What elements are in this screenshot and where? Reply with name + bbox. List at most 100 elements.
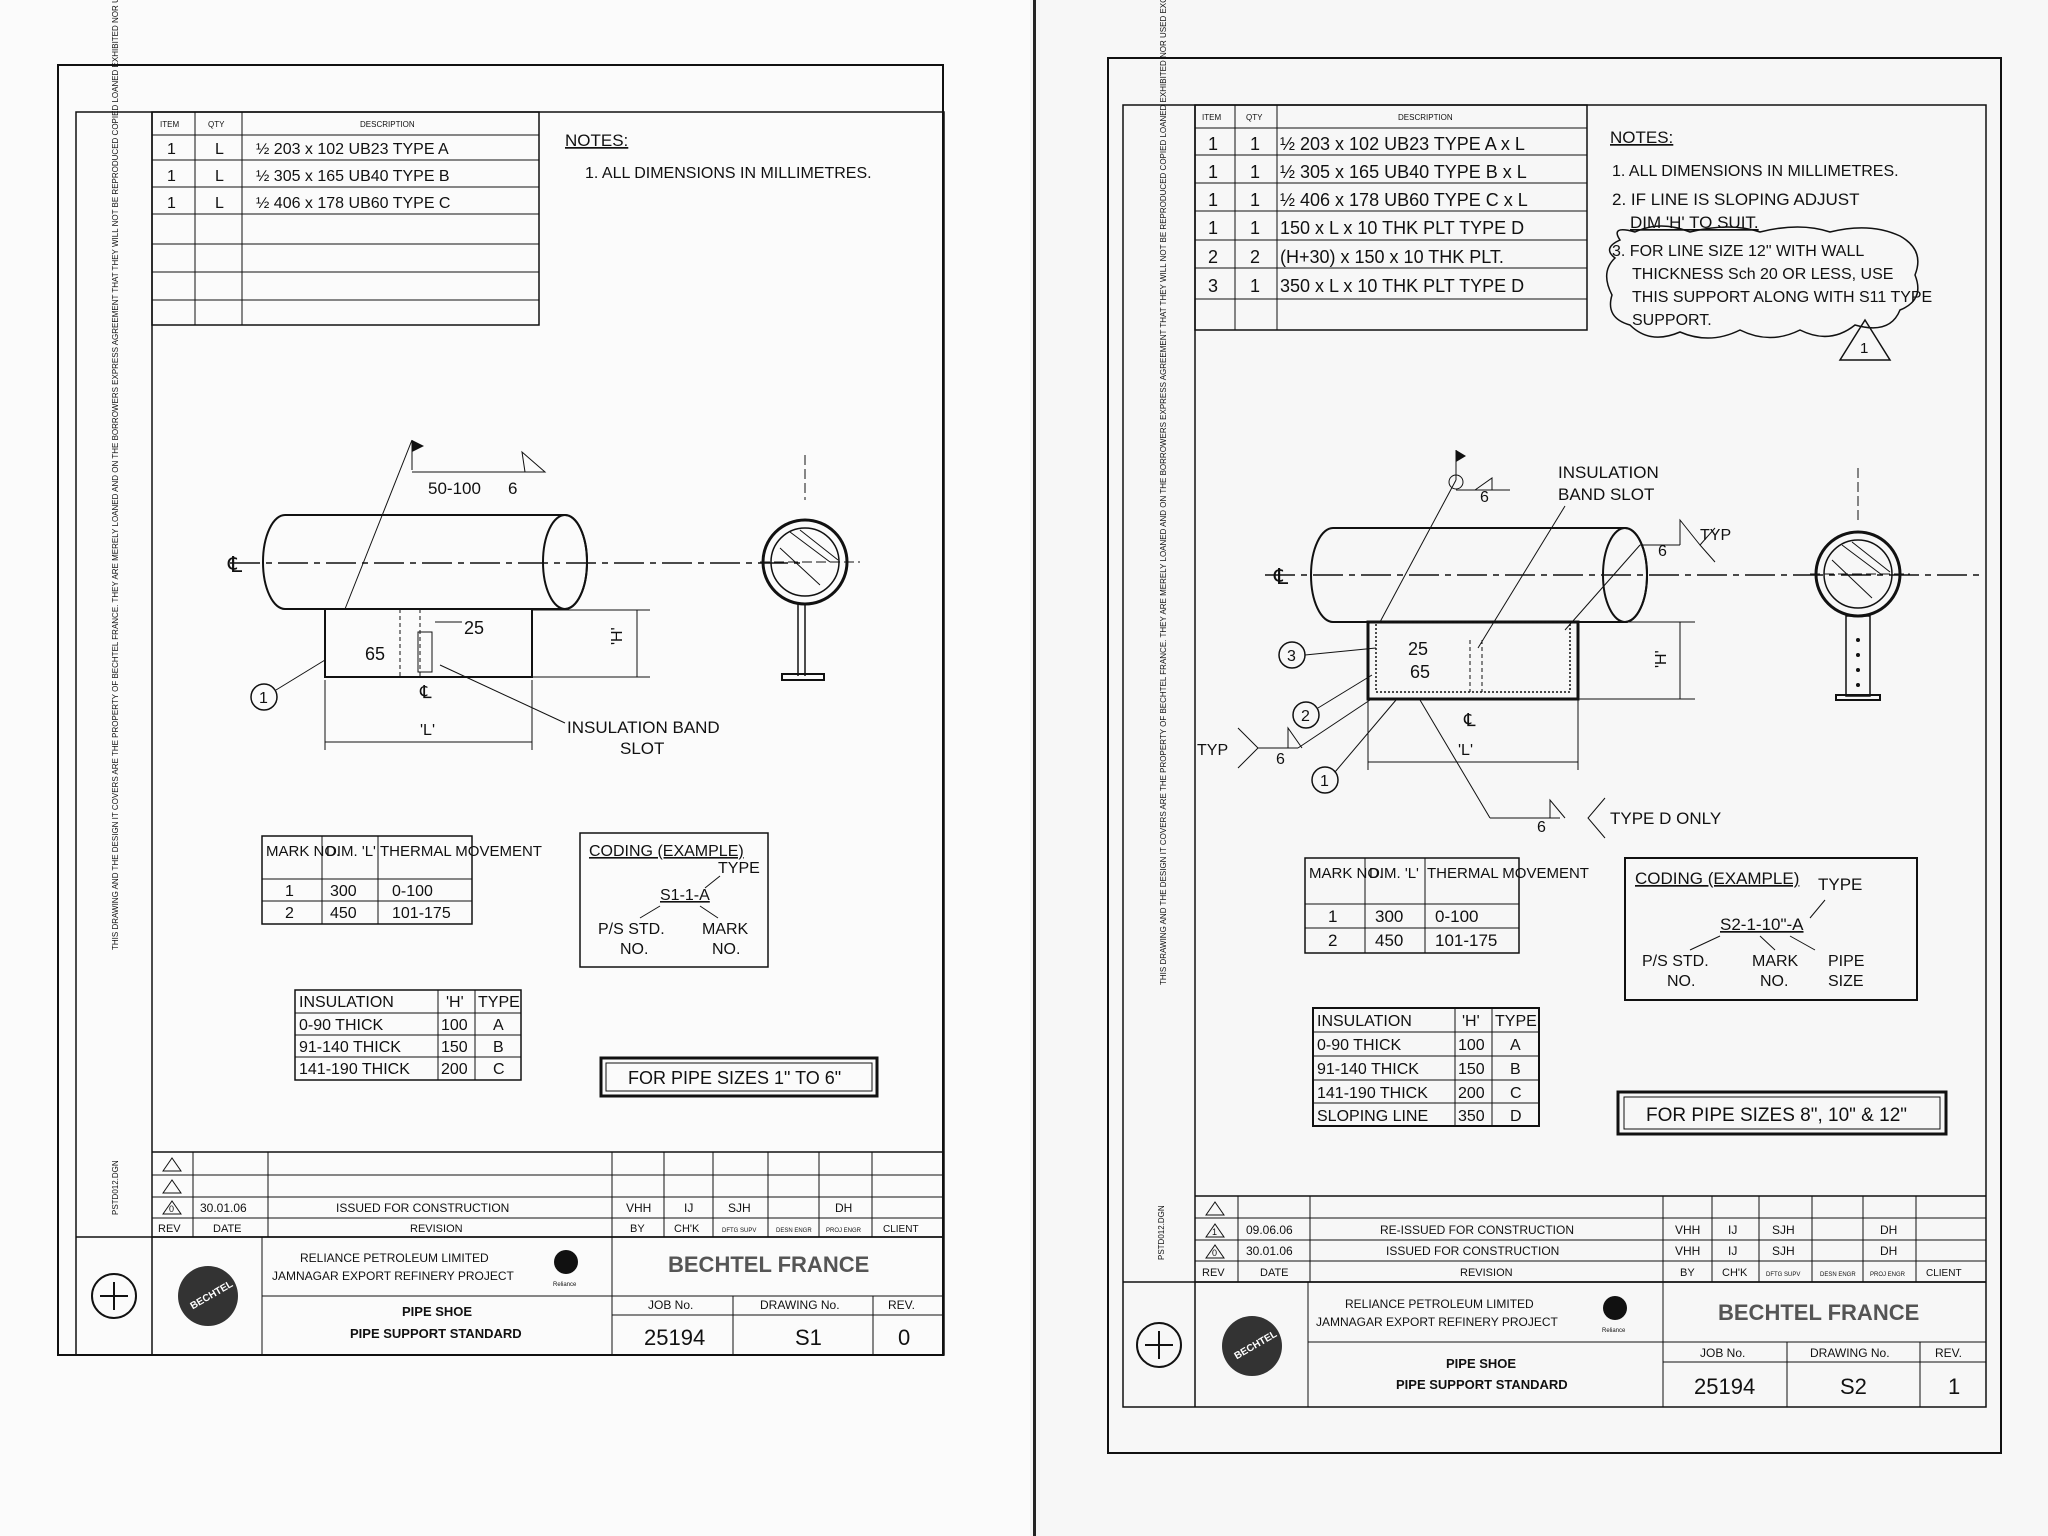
bom-cell: 1 [167, 168, 176, 185]
rev-chk: IJ [684, 1201, 693, 1215]
bom-cell: ½ 305 x 165 UB40 TYPE B x L [1280, 162, 1527, 182]
mark-header: DIM. 'L' [326, 843, 376, 860]
bom-cell: L [215, 195, 224, 212]
rev-by: VHH [1675, 1223, 1700, 1237]
drawing-s1-svg: THIS DRAWING AND THE DESIGN IT COVERS AR… [57, 0, 945, 1356]
drawing-sheet-s2: THIS DRAWING AND THE DESIGN IT COVERS AR… [1040, 0, 2048, 1536]
coding-example-box: CODING (EXAMPLE) TYPE S2-1-10"-A P/S STD… [1624, 857, 1918, 1001]
title-line-1: PIPE SHOE [1446, 1356, 1516, 1371]
bom-cell: 1 [1208, 162, 1218, 182]
rev-label: REV. [1935, 1346, 1962, 1360]
mark-header: THERMAL MOVEMENT [1427, 865, 1589, 882]
typ-label-left: TYP [1197, 742, 1228, 759]
sheet-border [1107, 57, 2002, 1454]
client-line-1: RELIANCE PETROLEUM LIMITED [1345, 1297, 1534, 1311]
dim-25: 25 [464, 618, 484, 638]
rev-header: DATE [1260, 1267, 1289, 1279]
title-line-1: PIPE SHOE [402, 1304, 472, 1319]
insulation-header: 'H' [1462, 1013, 1480, 1030]
drawing-number: S1 [795, 1325, 822, 1350]
bom-cell: 1 [167, 195, 176, 212]
rev-header: DESN ENGR [776, 1228, 812, 1234]
rev-supv: SJH [1772, 1223, 1795, 1237]
mark-cell: 101-175 [392, 905, 451, 922]
rev-header: DESN ENGR [1820, 1272, 1856, 1278]
rev-by: VHH [626, 1201, 651, 1215]
rev-triangle-no: 0 [169, 1204, 174, 1214]
mark-cell: 450 [1375, 931, 1403, 950]
revision-cloud [1606, 225, 1919, 339]
drawing-s2-svg: THIS DRAWING AND THE DESIGN IT COVERS AR… [1107, 0, 2002, 1454]
sheet-border [57, 64, 944, 1356]
bom-cell: ½ 203 x 102 UB23 TYPE A x L [1280, 134, 1525, 154]
notes-title: NOTES: [565, 131, 628, 150]
pipe-elevation-drawing: ℄ 25 65 'H' 'L' ℄ 50-100 6 1 INSULATION … [227, 439, 800, 758]
coding-type: TYPE [1818, 875, 1862, 894]
reliance-logo-icon [554, 1250, 578, 1274]
pipe-sizes-box [1616, 1090, 1948, 1136]
note-3: 3. FOR LINE SIZE 12" WITH WALL [1612, 243, 1864, 260]
mark-header: THERMAL MOVEMENT [380, 843, 542, 860]
rev-header: REVISION [410, 1223, 463, 1235]
insulation-header: 'H' [446, 994, 464, 1011]
client-line-1: RELIANCE PETROLEUM LIMITED [300, 1251, 489, 1265]
dim-h: 'H' [1653, 650, 1670, 668]
dim-25: 25 [1408, 639, 1428, 659]
dim-h: 'H' [609, 627, 626, 645]
bom-header-qty: QTY [1246, 113, 1263, 122]
rev-header: DFTG SUPV [1766, 1272, 1800, 1278]
bom-header-qty: QTY [208, 120, 225, 129]
note-3-cont: SUPPORT. [1632, 312, 1712, 329]
insulation-band-label: INSULATION BAND [567, 718, 720, 737]
title-block: BECHTEL RELIANCE PETROLEUM LIMITED JAMNA… [1123, 1281, 1986, 1407]
insulation-table: INSULATION 'H' TYPE 0-90 THICK 100 A 91-… [294, 989, 522, 1081]
coding-example: S2-1-10"-A [1720, 915, 1804, 934]
bom-cell: 1 [1208, 218, 1218, 238]
slot-label: SLOT [620, 739, 664, 758]
callout-2: 2 [1301, 708, 1310, 725]
coding-title: CODING (EXAMPLE) [589, 843, 744, 860]
insulation-cell: B [493, 1039, 504, 1056]
rev-header: REV [158, 1223, 181, 1235]
bom-cell: 2 [1250, 247, 1260, 267]
bom-header-description: DESCRIPTION [360, 120, 415, 129]
insulation-cell: 100 [441, 1017, 468, 1034]
insulation-cell: B [1510, 1061, 1521, 1078]
insulation-header: INSULATION [299, 994, 394, 1011]
bom-cell: ½ 406 x 178 UB60 TYPE C [256, 195, 450, 212]
coding-title: CODING (EXAMPLE) [1635, 869, 1799, 888]
reliance-logo-text: Reliance [553, 1282, 577, 1288]
bom-cell: ½ 305 x 165 UB40 TYPE B [256, 168, 450, 185]
rev-header: PROJ ENGR [826, 1228, 862, 1234]
insulation-band-label: INSULATION [1558, 463, 1659, 482]
centerline-symbol: ℄ [227, 552, 243, 577]
side-copyright-note: THIS DRAWING AND THE DESIGN IT COVERS AR… [111, 0, 120, 950]
insulation-cell: C [493, 1061, 505, 1078]
insulation-cell: 141-190 THICK [299, 1061, 410, 1078]
note-3-cont: THICKNESS Sch 20 OR LESS, USE [1632, 266, 1893, 283]
rev-header: DFTG SUPV [722, 1228, 756, 1234]
rev-header: CH'K [674, 1223, 700, 1235]
mark-cell: 101-175 [1435, 931, 1497, 950]
title-line-2: PIPE SUPPORT STANDARD [1396, 1377, 1568, 1392]
note-2: 2. IF LINE IS SLOPING ADJUST [1612, 190, 1860, 209]
pipe-sizes-label: FOR PIPE SIZES 8", 10" & 12" [1646, 1105, 1907, 1126]
rev-by: VHH [1675, 1244, 1700, 1258]
weld-size: 6 [508, 479, 517, 498]
rev-header: BY [1680, 1267, 1695, 1279]
mark-cell: 0-100 [1435, 907, 1478, 926]
insulation-cell: 91-140 THICK [1317, 1061, 1419, 1078]
drawing-sheet-s1: THIS DRAWING AND THE DESIGN IT COVERS AR… [57, 0, 945, 1356]
rev-header: DATE [213, 1223, 242, 1235]
page-divider [1033, 0, 1036, 1536]
bom-cell: 150 x L x 10 THK PLT TYPE D [1280, 218, 1524, 238]
rev-date: 30.01.06 [200, 1201, 247, 1215]
reliance-logo-icon [1603, 1296, 1627, 1320]
bom-cell: L [215, 168, 224, 185]
insulation-header: TYPE [1495, 1013, 1537, 1030]
rev-desc: ISSUED FOR CONSTRUCTION [336, 1201, 509, 1215]
callout-1: 1 [1320, 773, 1329, 790]
bom-cell: 1 [1250, 218, 1260, 238]
pipe-section-drawing [760, 455, 860, 681]
rev-desc: RE-ISSUED FOR CONSTRUCTION [1380, 1223, 1574, 1237]
